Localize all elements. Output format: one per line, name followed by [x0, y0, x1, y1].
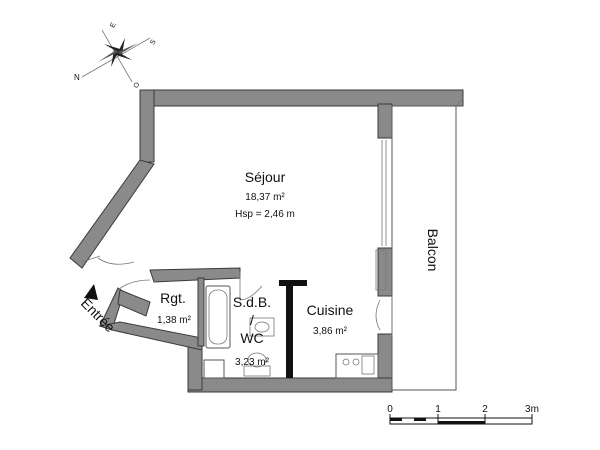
scale-label-1: 1 [435, 404, 441, 415]
compass-o: O [133, 81, 142, 90]
rgt-area: 1,38 m² [157, 315, 192, 326]
compass-n: N [74, 73, 80, 82]
bathtub [205, 285, 231, 349]
sink [249, 317, 275, 337]
sdb-name: S.d.B. [233, 294, 271, 310]
sdb-wc: WC [240, 330, 263, 346]
rgt-name: Rgt. [160, 290, 186, 306]
entrance-arrow-icon [84, 284, 98, 300]
doors [81, 255, 393, 336]
compass-e: E [109, 21, 118, 29]
interior-walls [149, 267, 307, 378]
scale-label-0: 0 [387, 404, 393, 415]
sejour-area: 18,37 m² [245, 192, 285, 203]
scale-bar: 0 1 2 3m [387, 404, 539, 425]
balcony [381, 97, 464, 391]
compass-rose: N E S O [74, 21, 158, 89]
kitchen-counter [335, 353, 379, 379]
sdb-area: 3,23 m² [235, 357, 270, 368]
scale-label-3m: 3m [525, 404, 539, 415]
cuisine-area: 3,86 m² [313, 326, 348, 337]
compass-s: S [149, 38, 158, 46]
sejour-height: Hsp = 2,46 m [235, 209, 295, 220]
exterior-walls [69, 89, 464, 393]
scale-label-2: 2 [482, 404, 488, 415]
compass-needle-icon [104, 44, 120, 52]
utility-box [203, 359, 225, 379]
balcon-name: Balcon [425, 229, 441, 272]
cuisine-name: Cuisine [307, 302, 354, 318]
sdb-slash: / [250, 312, 254, 328]
toilet [243, 352, 271, 377]
sejour-name: Séjour [245, 169, 286, 185]
